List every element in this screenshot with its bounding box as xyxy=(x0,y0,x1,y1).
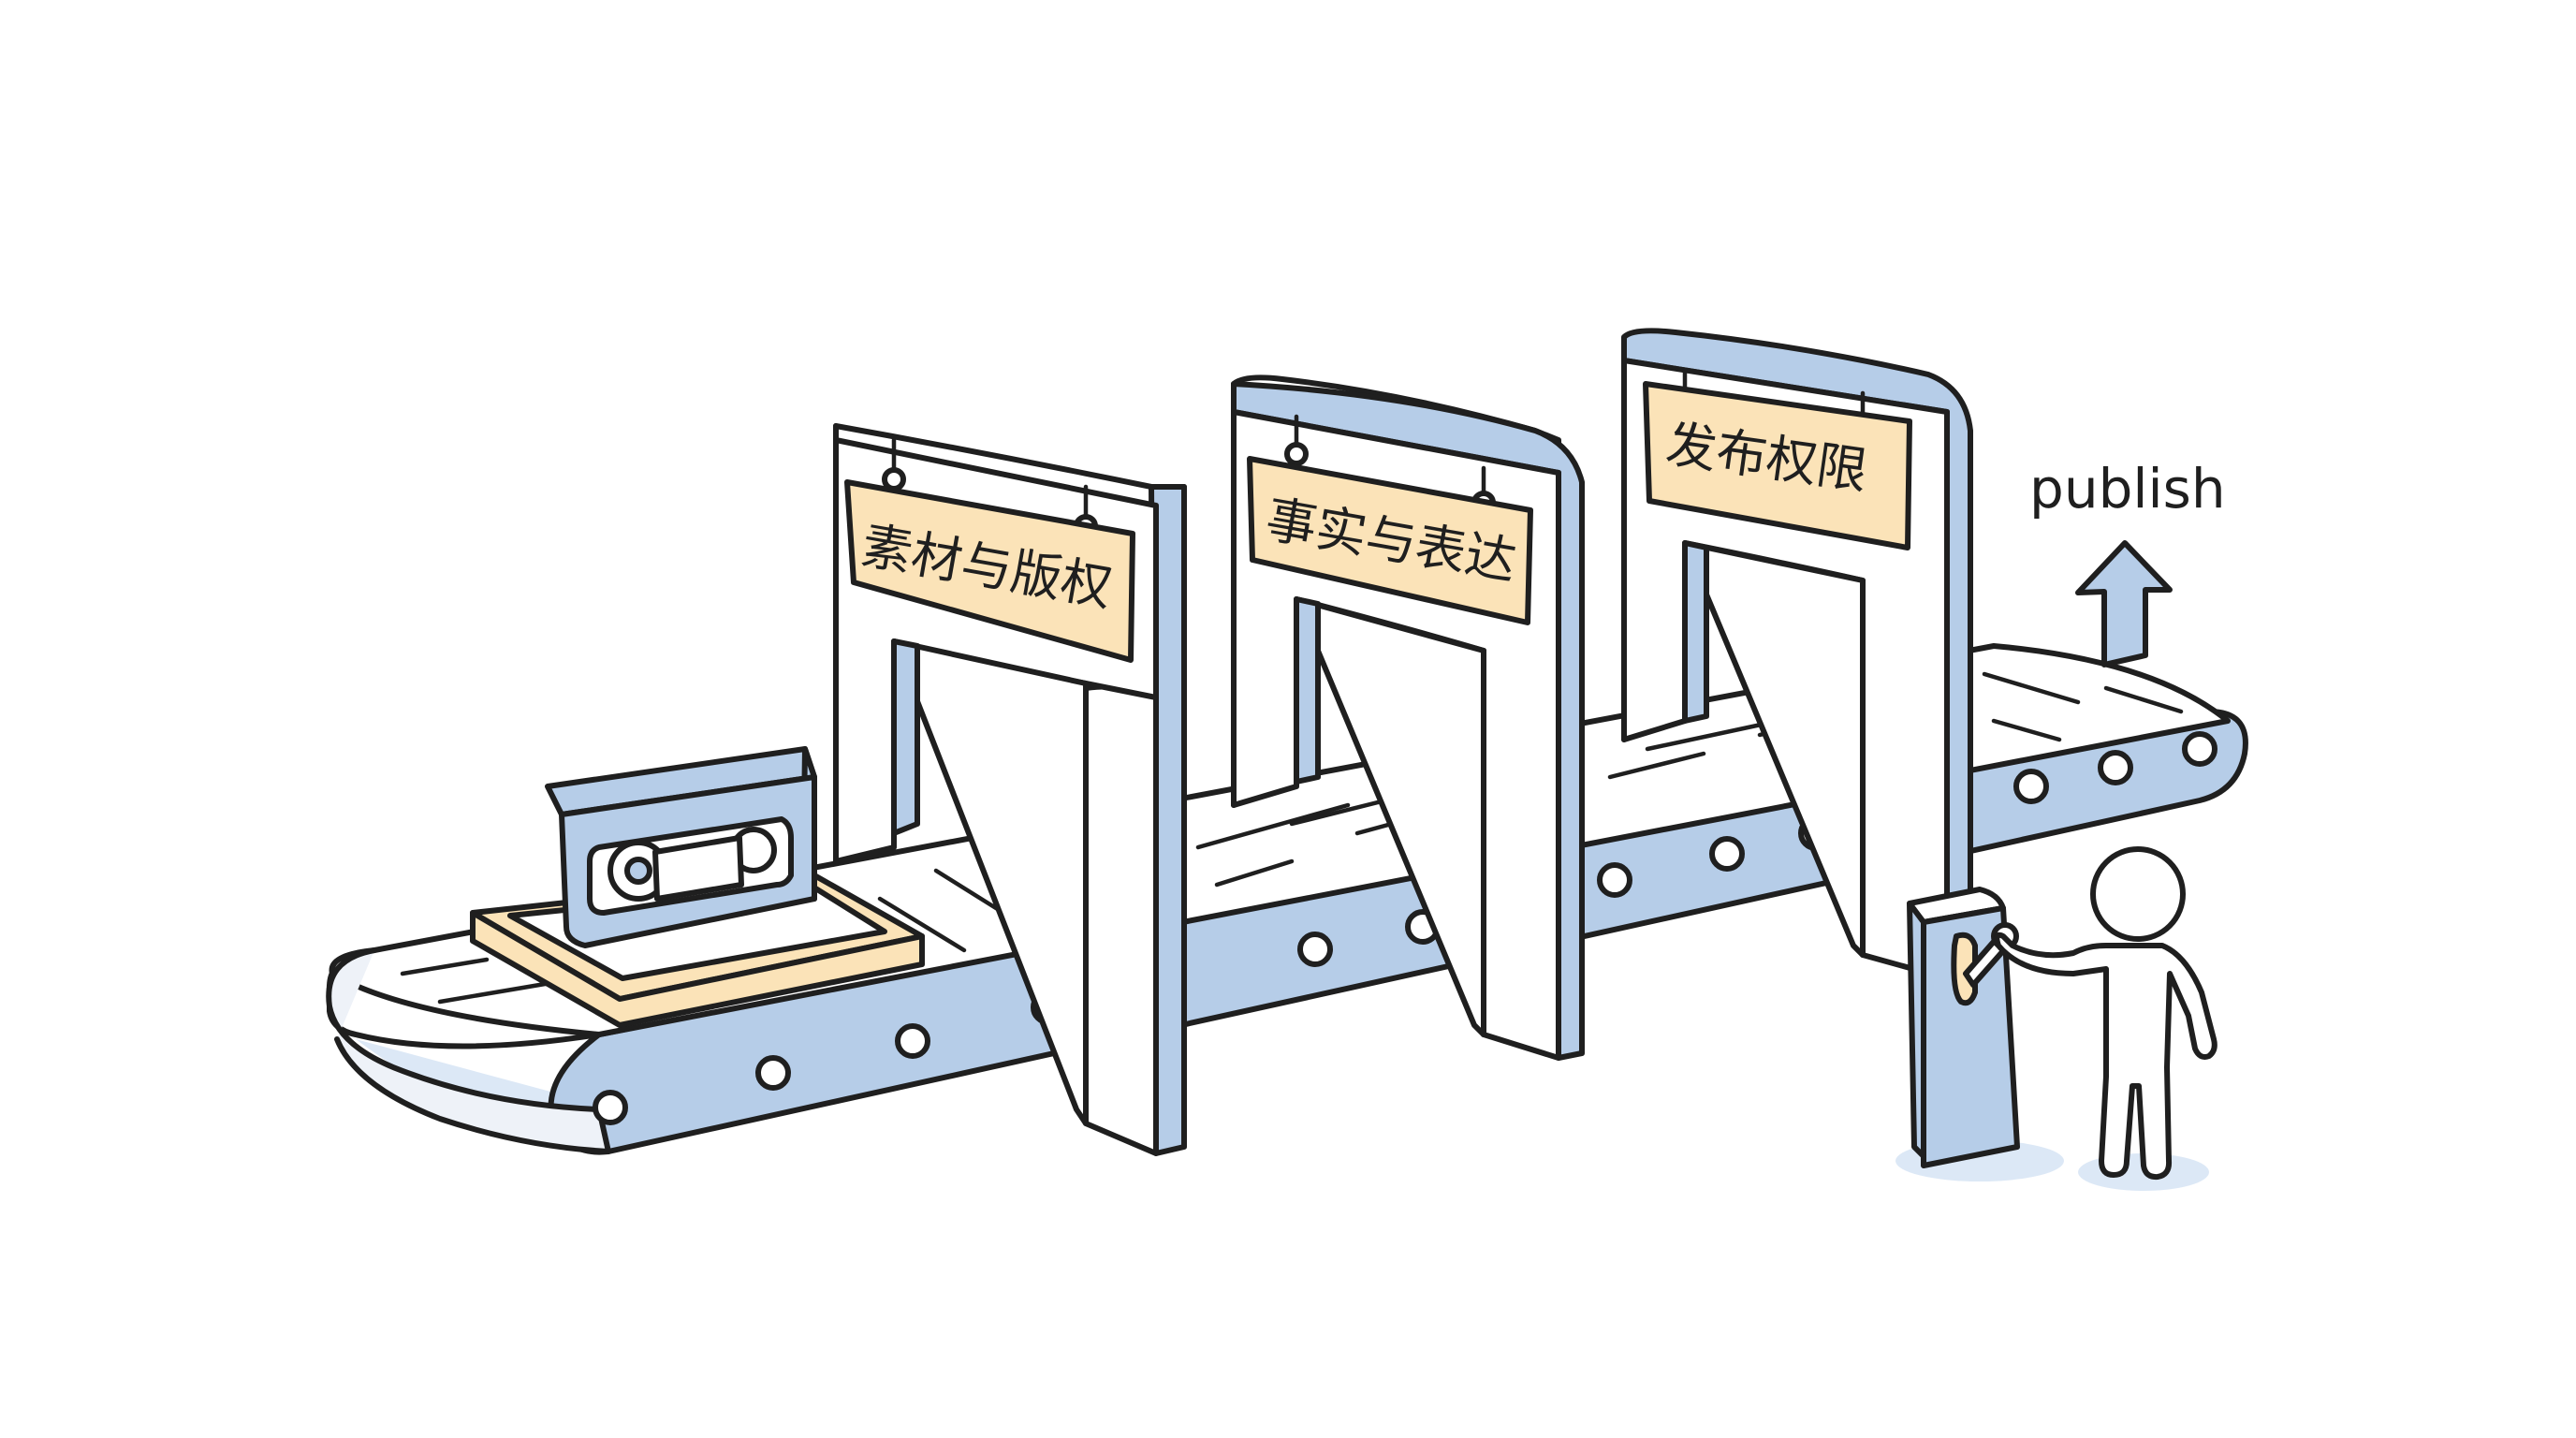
person-icon xyxy=(1994,846,2217,1191)
gate-materials-copyright: 素材与版权 xyxy=(833,423,1187,1156)
gate-publish-permission: 发布权限 xyxy=(1621,328,1973,981)
up-arrow-icon xyxy=(2075,540,2173,668)
vhs-cassette-icon xyxy=(545,746,817,948)
lever-slot xyxy=(1951,932,1978,1006)
publish-exit: publish xyxy=(2029,457,2226,668)
gate-3-sign xyxy=(1643,381,1912,550)
gate-facts-expression: 事实与表达 xyxy=(1231,374,1585,1061)
gate-1-sign xyxy=(844,479,1135,663)
lever-post xyxy=(1895,887,2064,1181)
belt-left-end xyxy=(326,947,611,1154)
tray-front xyxy=(470,910,925,1028)
publish-label: publish xyxy=(2029,457,2226,521)
gate-2-sign xyxy=(1247,456,1533,625)
